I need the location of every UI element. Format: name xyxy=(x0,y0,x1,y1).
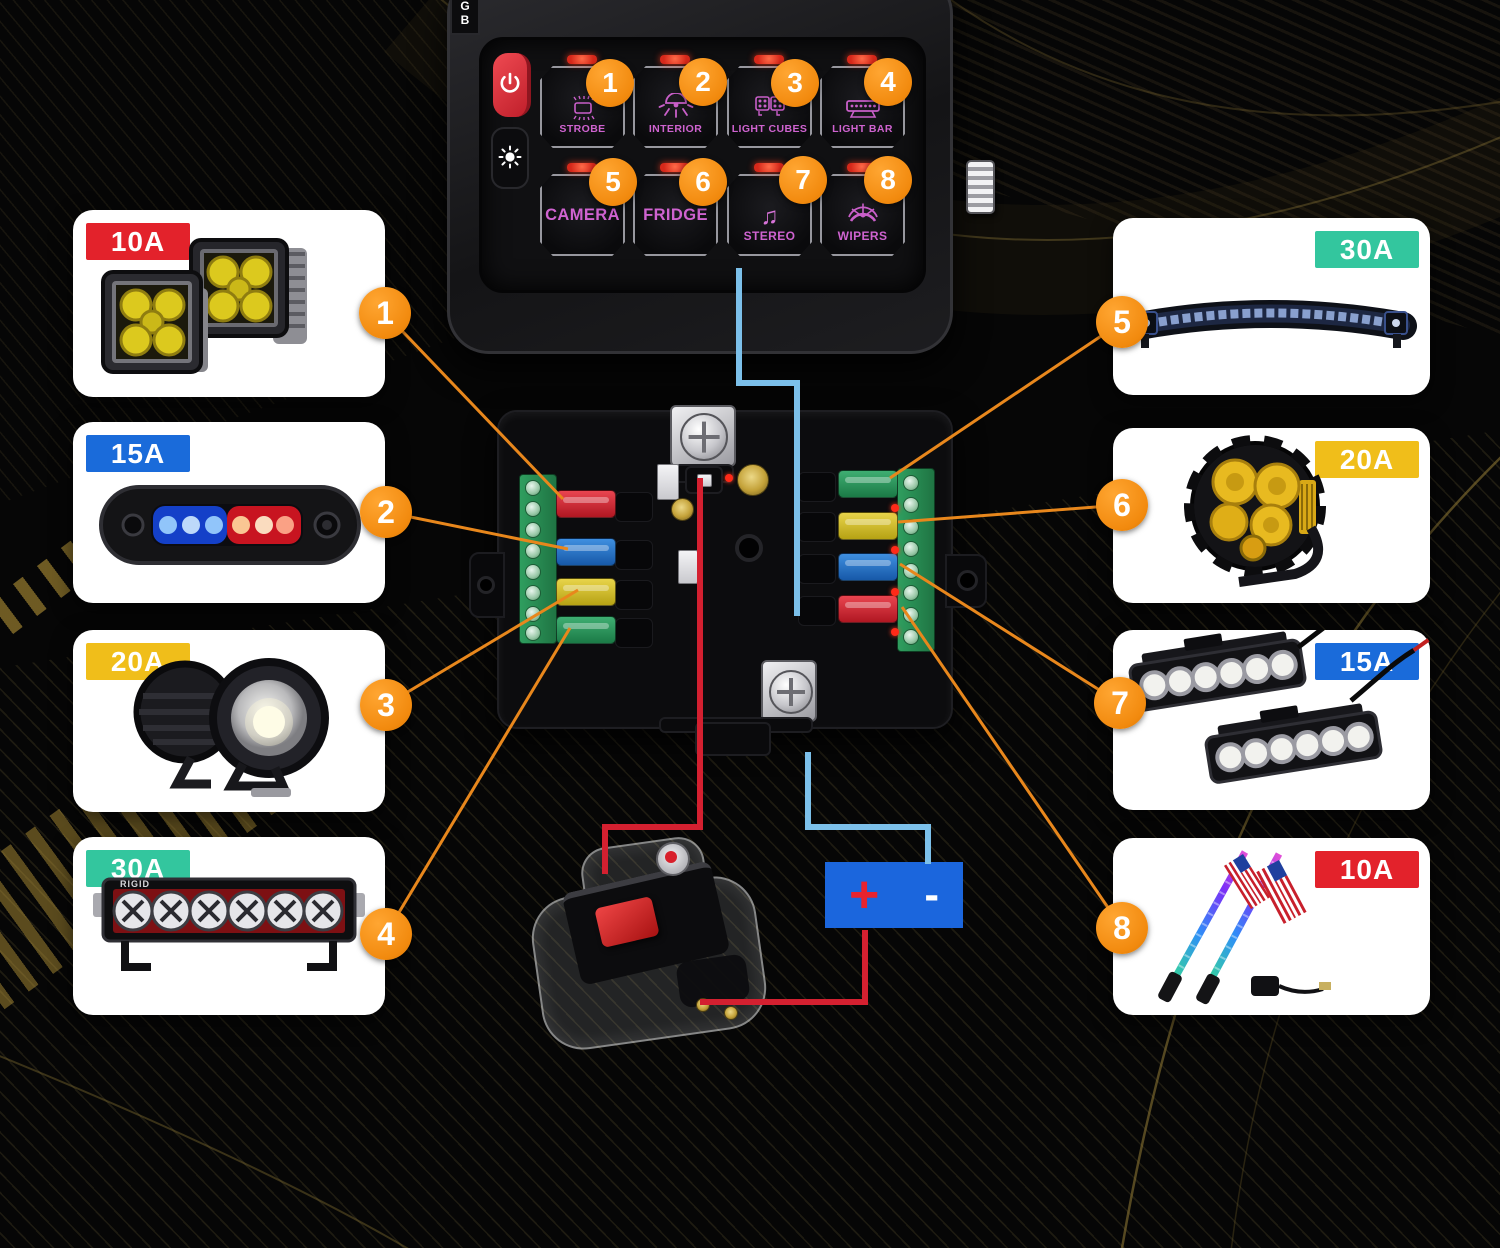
product-number-8: 8 xyxy=(1096,902,1148,954)
yellow-led-pods-image xyxy=(101,238,307,374)
interior-light-icon xyxy=(658,93,693,118)
panel-side-knob[interactable] xyxy=(966,160,995,214)
led-indicator xyxy=(754,55,784,64)
fuse-15a-blue xyxy=(838,553,898,581)
switch-label: INTERIOR xyxy=(648,123,703,135)
mount-hole xyxy=(735,534,763,562)
product-card-strobe-light: 15A xyxy=(73,422,385,603)
mounting-ear-left xyxy=(469,552,505,618)
callout-number-5: 5 xyxy=(589,158,637,206)
rgb-letter-b: B xyxy=(460,13,470,27)
led-indicator xyxy=(847,163,877,172)
product-number-3: 3 xyxy=(360,679,412,731)
fuse-rating-badge: 10A xyxy=(86,223,190,260)
positive-terminal-post xyxy=(670,405,736,467)
rgb-letter-g: G xyxy=(460,0,470,13)
fuse-20a-yellow xyxy=(838,512,898,540)
callout-number-6: 6 xyxy=(679,158,727,206)
power-button[interactable] xyxy=(493,53,531,117)
product-card-pod-lights: 10A xyxy=(73,210,385,397)
fuse-20a-yellow xyxy=(556,578,616,606)
battery-negative-symbol: - xyxy=(924,870,939,919)
product-number-5: 5 xyxy=(1096,296,1148,348)
rgb-button[interactable]: R G B xyxy=(450,0,480,35)
product-card-mini-bars: 15A xyxy=(1113,630,1430,810)
rigid-light-bar-image: RIGID xyxy=(93,877,365,971)
fuse-rating-badge: 15A xyxy=(86,435,190,472)
callout-number-8: 8 xyxy=(864,156,912,204)
battery-positive-symbol: + xyxy=(849,866,880,924)
power-icon xyxy=(500,72,520,93)
led-indicator xyxy=(660,163,690,172)
light-bar-icon xyxy=(845,100,880,118)
switch-label: FRIDGE xyxy=(643,205,708,224)
switch-label: LIGHT CUBES xyxy=(731,123,808,135)
music-note-icon: ♫ xyxy=(760,203,779,230)
callout-number-3: 3 xyxy=(771,59,819,107)
product-number-4: 4 xyxy=(360,908,412,960)
fuse-relay-box xyxy=(469,405,987,756)
breaker-top-button xyxy=(656,842,690,876)
curved-light-bar-image xyxy=(1125,300,1417,348)
terminal-block-right xyxy=(897,468,935,652)
brightness-button[interactable] xyxy=(491,127,529,189)
red-blue-strobe-image xyxy=(99,485,361,565)
strobe-icon xyxy=(572,95,595,121)
ground-terminal-post xyxy=(761,660,817,722)
mounting-ear-right xyxy=(945,554,987,608)
component-relay xyxy=(678,550,698,584)
product-card-curved-bar: 30A xyxy=(1113,218,1430,395)
component-relay xyxy=(657,464,679,500)
switch-label: LIGHT BAR xyxy=(832,123,893,135)
fuse-10a-red xyxy=(556,490,616,518)
callout-number-1: 1 xyxy=(586,59,634,107)
led-indicator xyxy=(660,55,690,64)
fuse-10a-red xyxy=(838,595,898,623)
callout-number-2: 2 xyxy=(679,58,727,106)
switch-label: STROBE xyxy=(559,123,606,135)
product-card-amber-light: 20A xyxy=(1113,428,1430,603)
product-number-1: 1 xyxy=(359,287,411,339)
rigid-logo: RIGID xyxy=(120,879,150,889)
led-indicator xyxy=(567,55,597,64)
led-indicator xyxy=(847,55,877,64)
switch-fridge[interactable]: FRIDGE xyxy=(633,174,718,256)
capacitor xyxy=(671,498,694,521)
product-number-6: 6 xyxy=(1096,479,1148,531)
breaker-base xyxy=(675,953,751,1009)
led-indicator xyxy=(567,163,597,172)
round-spot-lights-image xyxy=(133,658,329,797)
mini-led-bars-image xyxy=(1124,630,1430,786)
fuse-15a-blue xyxy=(556,538,616,566)
terminal-block-left xyxy=(519,474,557,644)
product-number-2: 2 xyxy=(360,486,412,538)
switch-label: CAMERA xyxy=(545,205,620,224)
switch-label: WIPERS xyxy=(837,229,888,243)
status-led xyxy=(725,474,733,482)
product-card-spot-lights: 20A xyxy=(73,630,385,812)
callout-number-4: 4 xyxy=(864,58,912,106)
switch-strobe[interactable]: STROBE xyxy=(540,66,625,148)
fuse-30a-green xyxy=(838,470,898,498)
callout-number-7: 7 xyxy=(779,156,827,204)
fuse-30a-green xyxy=(556,616,616,644)
brightness-sun-icon xyxy=(498,145,522,169)
fuse-rating-badge: 30A xyxy=(1315,231,1419,268)
switch-label: STEREO xyxy=(743,229,796,243)
circuit-breaker xyxy=(526,833,788,1055)
product-card-rigid-bar: 30A RIGID xyxy=(73,837,385,1015)
product-number-7: 7 xyxy=(1094,677,1146,729)
component-connector xyxy=(685,466,723,494)
whip-lights-flags-image xyxy=(1158,850,1331,1005)
bottom-tab xyxy=(695,722,771,756)
product-card-whip-lights: 10A xyxy=(1113,838,1430,1015)
wiper-icon xyxy=(847,203,878,222)
battery: + - xyxy=(825,862,963,928)
led-indicator xyxy=(754,163,784,172)
capacitor xyxy=(737,464,769,496)
amber-round-light-image xyxy=(1184,435,1326,587)
